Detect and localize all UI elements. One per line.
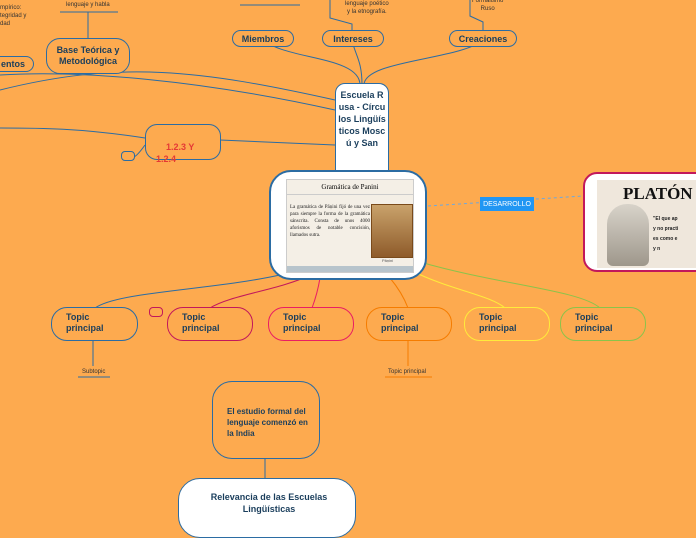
miembros-label: Miembros	[241, 33, 285, 44]
topic-label-2: Topic principal	[182, 312, 220, 333]
left-top-note: lenguaje y habla	[66, 2, 110, 8]
topic-node-4[interactable]: Topic principal	[366, 307, 452, 341]
cut-left-node[interactable]: entos	[0, 56, 34, 72]
panini-caption: Pāṇini	[382, 258, 394, 263]
desarrollo-tag[interactable]: DESARROLLO	[480, 197, 534, 211]
plato-title: PLATÓN	[623, 184, 693, 203]
creaciones-node[interactable]: Creaciones	[449, 30, 517, 47]
topic-label-1: Topic principal	[66, 312, 104, 333]
cut-left-label: entos	[0, 59, 25, 69]
central-node[interactable]: Escuela Rusa - Círculos Lingüísticos Mos…	[335, 83, 389, 175]
section-label: 1.2.3 Y 1.2.4	[156, 142, 195, 164]
topic-label-5: Topic principal	[479, 312, 517, 333]
desarrollo-label: DESARROLLO	[483, 200, 531, 208]
india-node[interactable]: El estudio formal del lenguaje comenzó e…	[212, 381, 320, 459]
topic-node-3[interactable]: Topic principal	[268, 307, 354, 341]
base-teorica-node[interactable]: Base Teórica y Metodológica	[46, 38, 130, 74]
plato-quote: "El que ap y no practi es como e y n	[653, 216, 679, 252]
topic-node-6[interactable]: Topic principal	[560, 307, 646, 341]
miembros-node[interactable]: Miembros	[232, 30, 294, 47]
plato-bust	[607, 204, 649, 266]
relevance-label: Relevancia de las Escuelas Lingüísticas	[210, 492, 328, 514]
plato-image: PLATÓN "El que ap y no practi es como e …	[597, 180, 696, 268]
intereses-note: lenguaje poético y la etnografía.	[345, 1, 389, 15]
central-title: Escuela Rusa - Círculos Lingüísticos Mos…	[338, 90, 386, 148]
topic-label-3: Topic principal	[283, 312, 321, 333]
intereses-label: Intereses	[333, 33, 373, 44]
creaciones-note: Formalismo Ruso	[472, 0, 504, 12]
topic-node-5[interactable]: Topic principal	[464, 307, 550, 341]
plato-card[interactable]: PLATÓN "El que ap y no practi es como e …	[583, 172, 696, 272]
left-cut-text: mpírico: tegridad y dad	[0, 5, 27, 27]
panini-figure	[371, 204, 413, 258]
intereses-node[interactable]: Intereses	[322, 30, 384, 47]
topic-label-6: Topic principal	[575, 312, 613, 333]
image-card-body: La gramática de Pāṇini fijó de una vez p…	[290, 205, 370, 238]
image-card-inner: Gramática de Panini La gramática de Pāṇi…	[286, 179, 414, 273]
base-teorica-label: Base Teórica y Metodológica	[56, 45, 120, 66]
creaciones-label: Creaciones	[458, 33, 508, 44]
connector-lines	[0, 0, 601, 478]
image-card-footer	[287, 266, 413, 272]
collapse-handle-topic[interactable]	[149, 307, 163, 317]
section-node[interactable]: 1.2.3 Y 1.2.4	[145, 124, 221, 164]
image-card[interactable]: Gramática de Panini La gramática de Pāṇi…	[269, 170, 427, 280]
relevance-node[interactable]: Relevancia de las Escuelas Lingüísticas	[178, 478, 356, 538]
topic-node-2[interactable]: Topic principal	[167, 307, 253, 341]
subtopic-label[interactable]: Subtopic	[82, 369, 106, 375]
topic-label-4: Topic principal	[381, 312, 419, 333]
image-card-heading: Gramática de Panini	[287, 180, 413, 195]
collapse-handle-left[interactable]	[121, 151, 135, 161]
topic-node-1[interactable]: Topic principal	[51, 307, 138, 341]
india-label: El estudio formal del lenguaje comenzó e…	[227, 407, 308, 438]
topic-sub-label[interactable]: Topic principal	[388, 369, 427, 375]
